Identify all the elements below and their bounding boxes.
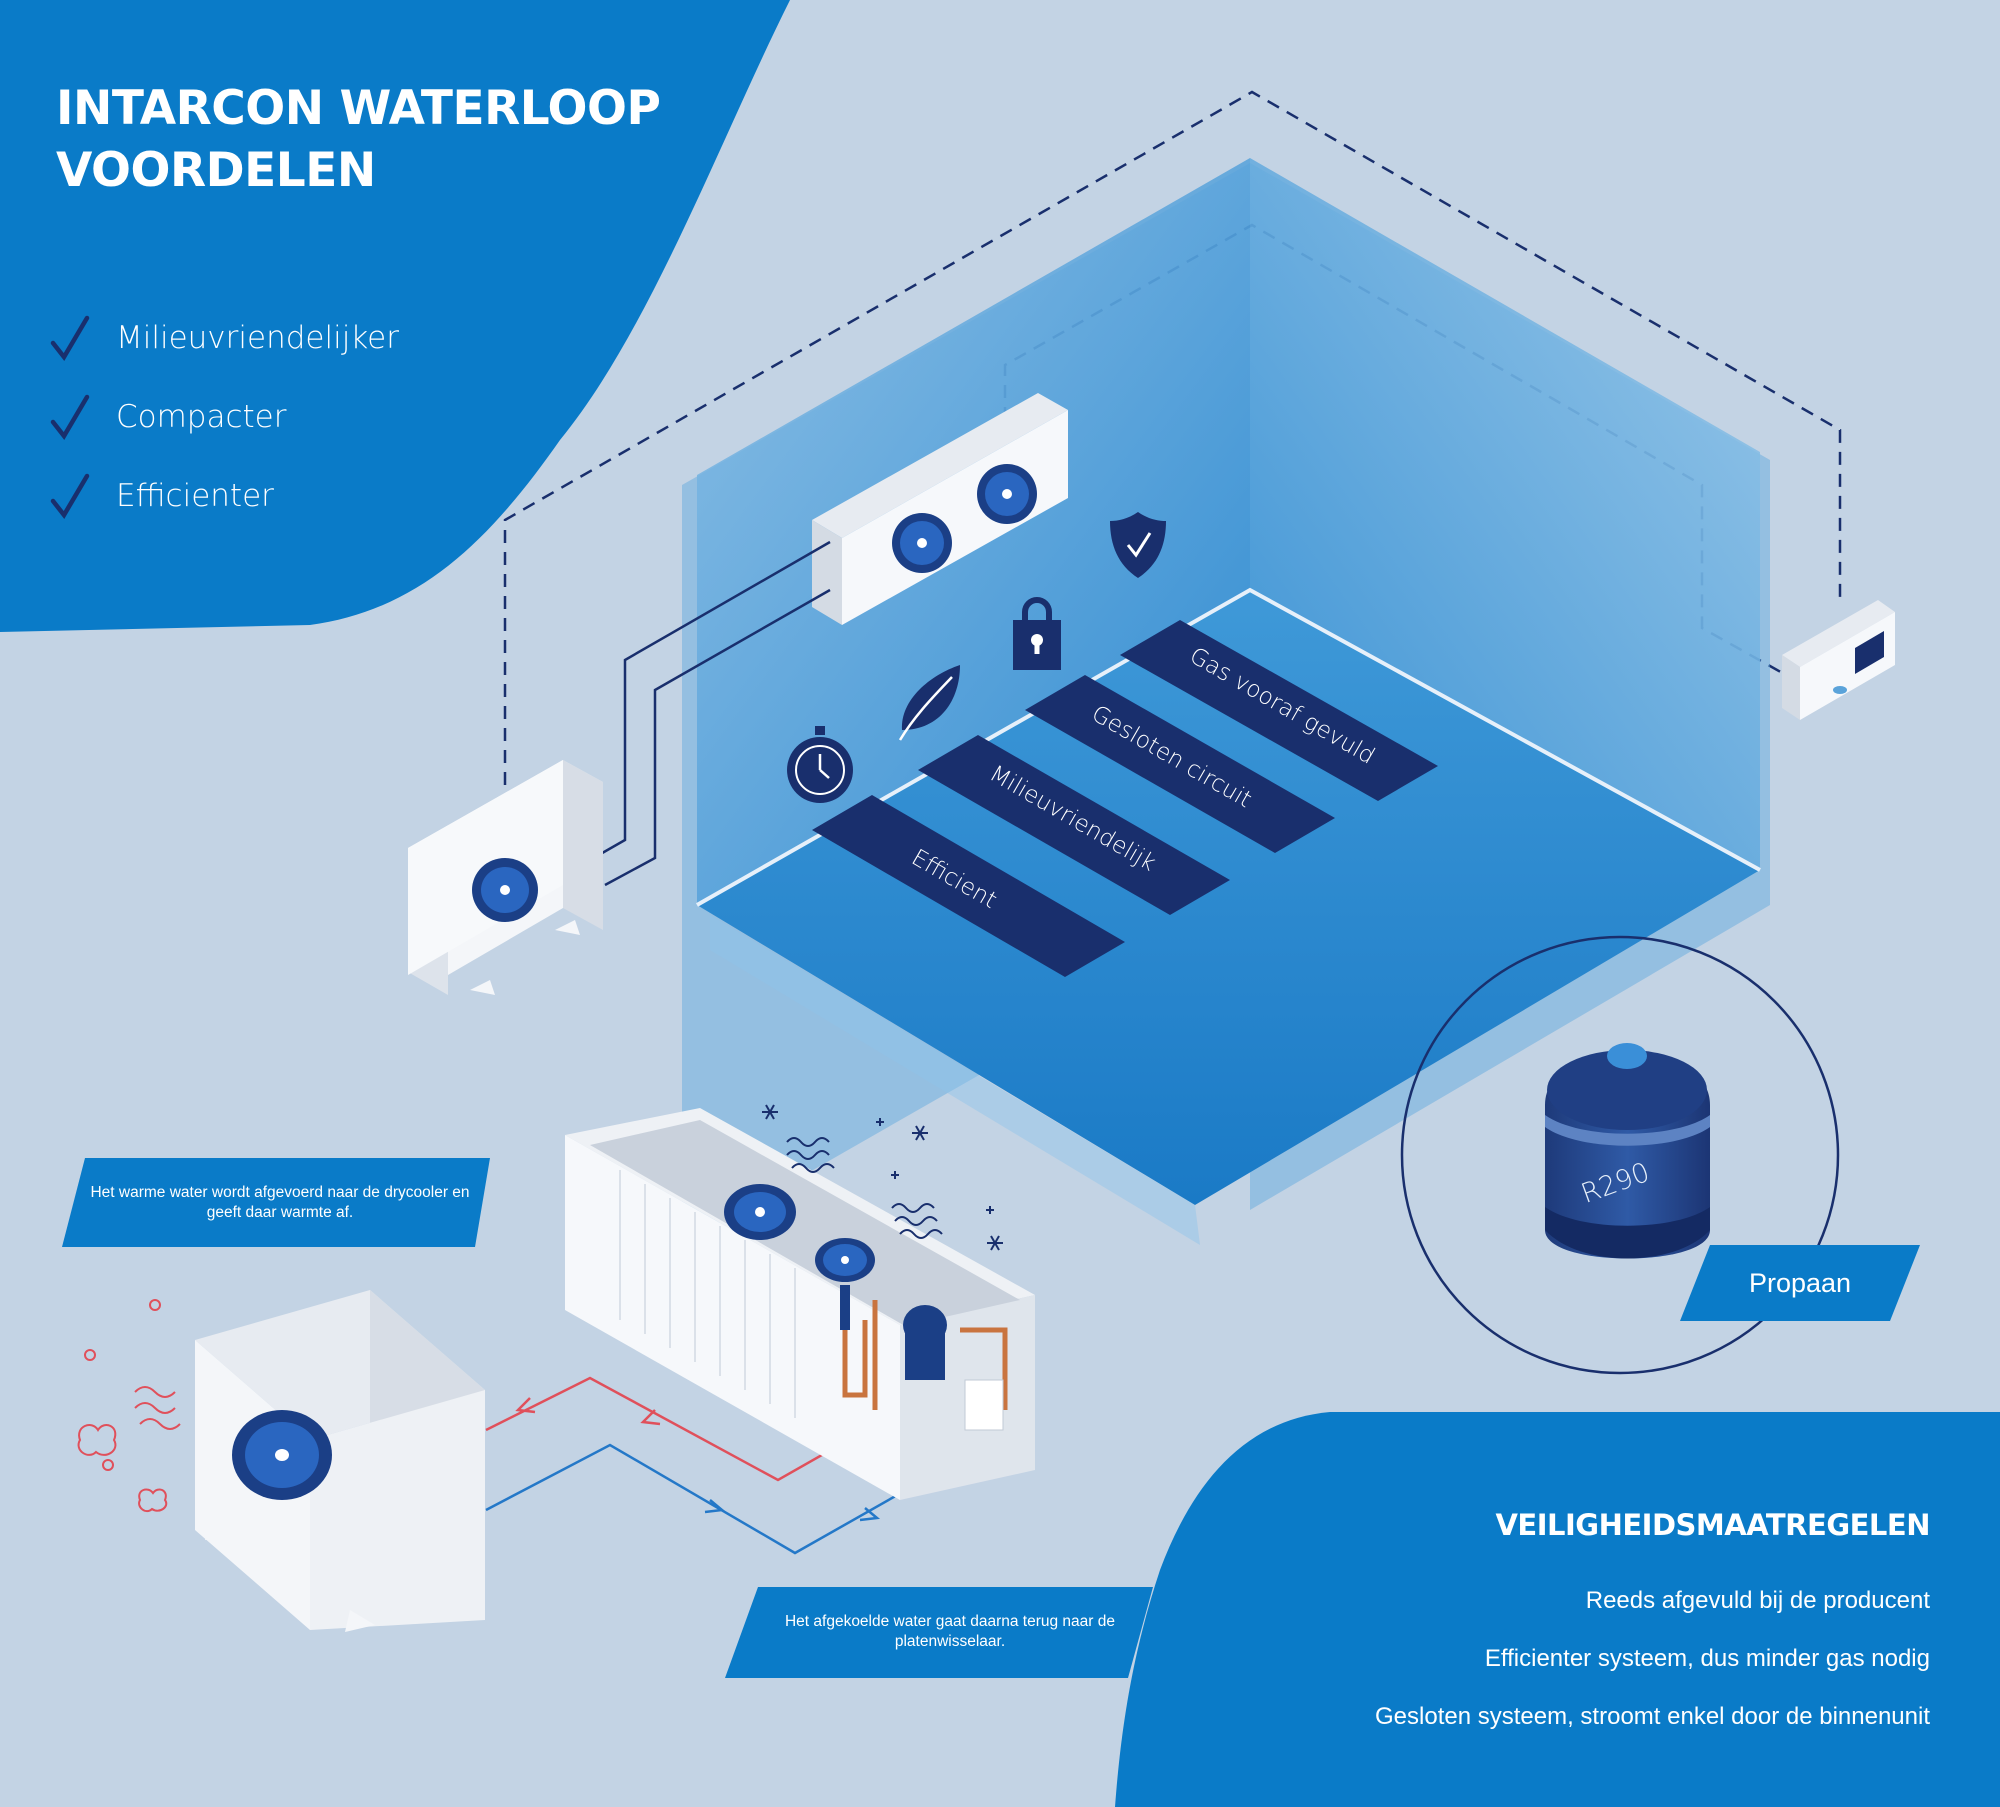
page-title-line1: INTARCON WATERLOOP xyxy=(56,81,661,136)
leaf-icon xyxy=(898,665,960,741)
page-title: INTARCON WATERLOOP VOORDELEN xyxy=(56,78,661,202)
safety-item: Gesloten systeem, stroomt enkel door de … xyxy=(1375,1703,1930,1730)
water-cold-line xyxy=(485,1443,916,1555)
shield-check-icon xyxy=(1110,512,1166,578)
safety-item: Efficienter systeem, dus minder gas nodi… xyxy=(1484,1645,1930,1672)
propaan-tag-bg xyxy=(1680,1245,1920,1321)
chiller-unit xyxy=(565,1108,1035,1500)
feature-strips xyxy=(812,620,1438,977)
callout-warm-water: Het warme water wordt afgevoerd naar de … xyxy=(75,1166,485,1240)
benefit-item: Compacter xyxy=(50,377,399,456)
page-title-line2: VOORDELEN xyxy=(56,143,376,198)
benefit-item: Efficienter xyxy=(50,456,399,535)
safety-list: Reeds afgevuld bij de producent Efficien… xyxy=(1375,1584,1930,1758)
cold-indicators xyxy=(762,1104,1003,1251)
benefit-label: Milieuvriendelijker xyxy=(116,319,399,356)
safety-title: VEILIGHEIDSMAATREGELEN xyxy=(1495,1508,1930,1542)
ceiling-indoor-unit xyxy=(812,393,1068,625)
safety-panel xyxy=(1115,1412,2000,1807)
heat-puffs xyxy=(77,1299,181,1513)
isometric-room xyxy=(682,158,1770,1245)
outdoor-unit-upper xyxy=(408,760,603,995)
refrigerant-circle xyxy=(1400,935,1840,1375)
callout-warm-water-text: Het warme water wordt afgevoerd naar de … xyxy=(90,1184,470,1221)
propane-tank-icon: R290 xyxy=(1545,1043,1710,1259)
checkmark-icon xyxy=(50,394,90,440)
wall-thermostat xyxy=(1782,600,1895,720)
header-panel xyxy=(0,0,790,632)
checkmark-icon xyxy=(50,473,90,519)
benefit-label: Efficienter xyxy=(116,477,274,514)
checkmark-icon xyxy=(50,315,90,361)
callout-cooled-bg xyxy=(725,1587,1153,1678)
refrigerant-name: Propaan xyxy=(1748,1267,1852,1298)
callout-cooled-water-text: Het afgekoelde water gaat daarna terug n… xyxy=(784,1613,1116,1650)
benefit-label: Compacter xyxy=(116,398,287,435)
callout-cooled-water: Het afgekoelde water gaat daarna terug n… xyxy=(760,1594,1140,1670)
callout-warm-bg xyxy=(62,1158,490,1247)
benefits-list: Milieuvriendelijker Compacter Efficiente… xyxy=(50,298,399,535)
stopwatch-icon xyxy=(787,726,853,803)
ceiling-pipes xyxy=(589,540,831,887)
drycooler-unit xyxy=(195,1290,485,1632)
padlock-icon xyxy=(1013,597,1061,670)
safety-item: Reeds afgevuld bij de producent xyxy=(1585,1587,1930,1614)
benefit-item: Milieuvriendelijker xyxy=(50,298,399,377)
flow-arrows xyxy=(515,1397,881,1522)
